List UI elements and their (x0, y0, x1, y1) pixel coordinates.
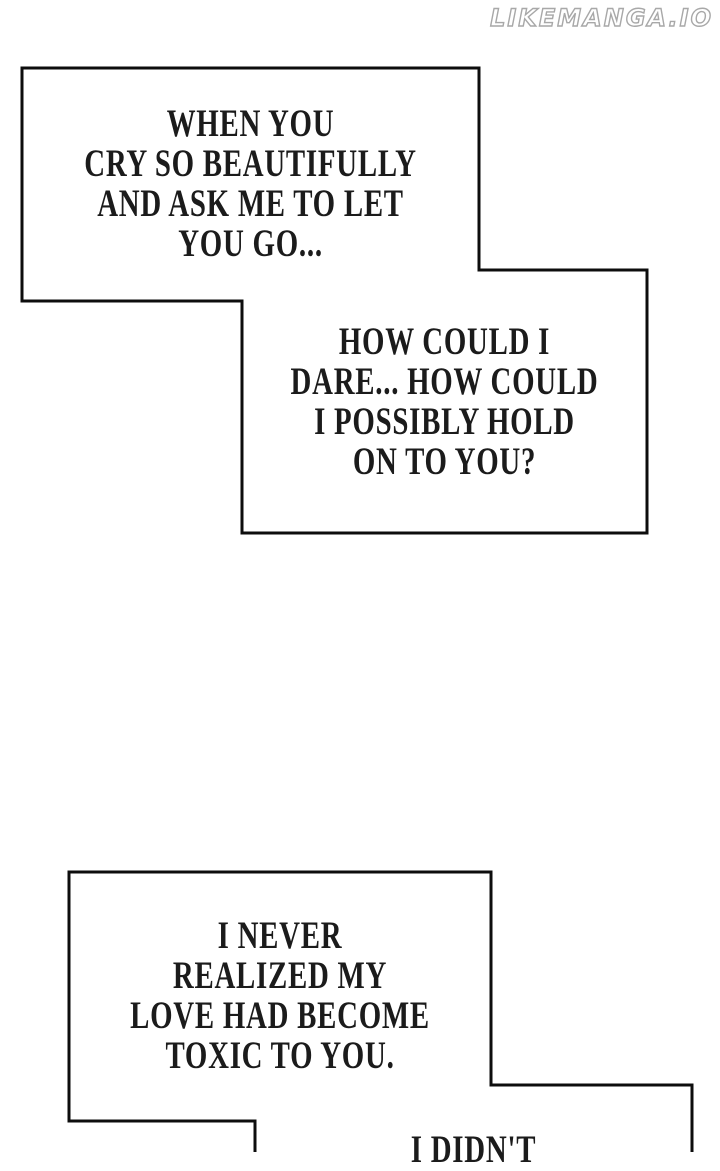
speech-line: REALIZED MY (172, 954, 388, 997)
speech-line: DARE... HOW COULD (290, 360, 599, 403)
speech-line: HOW COULD I (338, 320, 551, 363)
speech-box-group-top-outline (20, 66, 649, 535)
site-watermark: LIKEMANGA.IO (489, 3, 713, 32)
speech-line: AND ASK ME TO LET (97, 182, 404, 225)
speech-line: I DIDN'T (410, 1128, 537, 1171)
speech-line: YOU GO... (178, 222, 323, 265)
speech-text-4: I DIDN'T (312, 1130, 635, 1170)
speech-text-2: HOW COULD I DARE... HOW COULD I POSSIBLY… (291, 320, 598, 483)
speech-line: WHEN YOU (166, 102, 335, 145)
speech-line: LOVE HAD BECOME (130, 994, 430, 1037)
speech-line: I POSSIBLY HOLD (314, 400, 575, 443)
speech-text-1: WHEN YOU CRY SO BEAUTIFULLY AND ASK ME T… (81, 104, 419, 264)
speech-line: I NEVER (217, 914, 343, 957)
speech-box-group-bottom-outline (67, 870, 694, 1152)
speech-line: ON TO YOU? (352, 440, 537, 483)
speech-text-3: I NEVER REALIZED MY LOVE HAD BECOME TOXI… (124, 916, 436, 1076)
speech-line: TOXIC TO YOU. (165, 1034, 395, 1077)
speech-line: CRY SO BEAUTIFULLY (84, 142, 417, 185)
